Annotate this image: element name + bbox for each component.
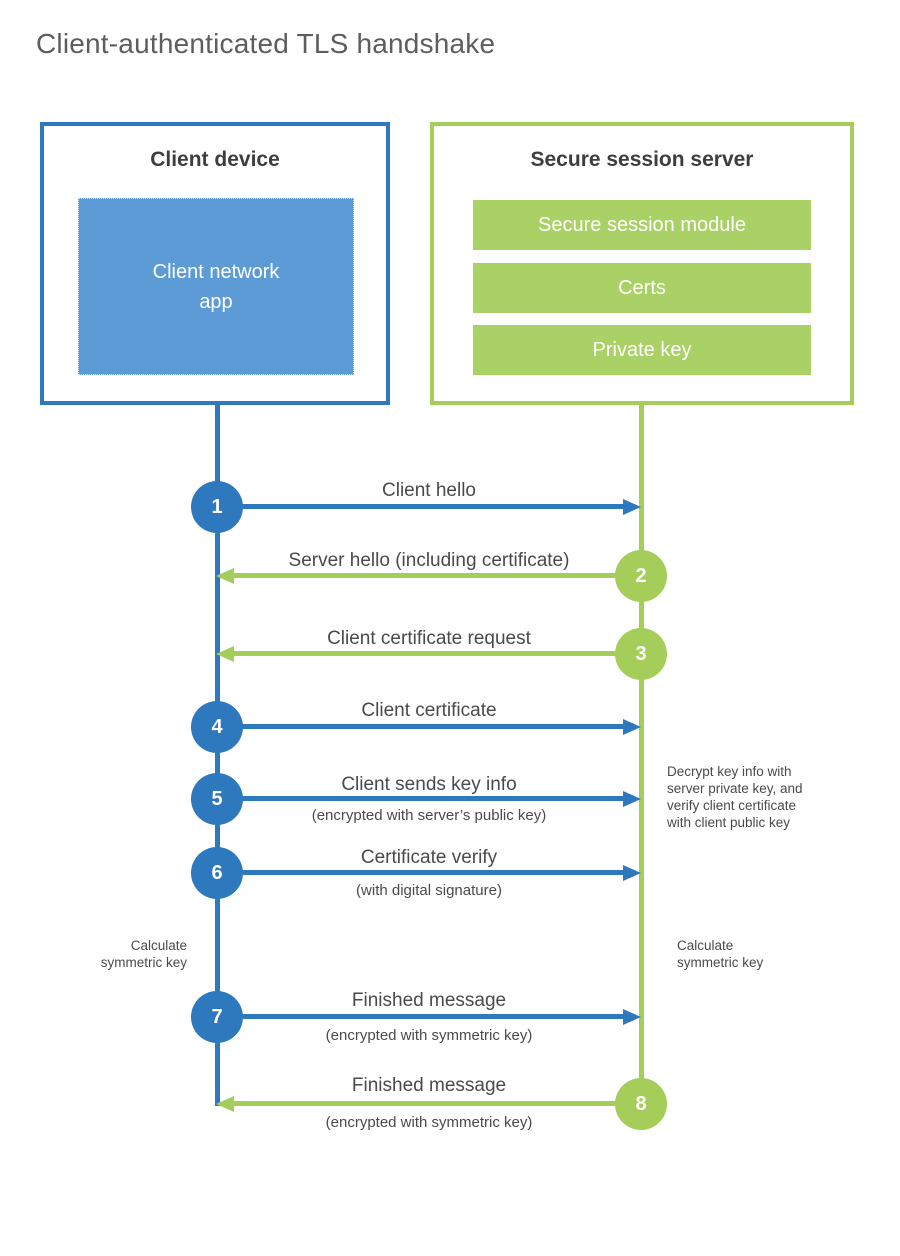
secure-session-server-box: Secure session server Secure session mod… [430, 122, 854, 405]
server-lifeline [639, 404, 644, 1130]
arrow-4-shaft [217, 724, 624, 729]
step-circle-7: 7 [191, 991, 243, 1043]
arrow-4-head-icon [623, 719, 641, 735]
arrow-1-head-icon [623, 499, 641, 515]
client-lifeline [215, 404, 220, 1106]
arrow-1-shaft [217, 504, 624, 509]
arrow-5-shaft [217, 796, 624, 801]
certs-bar: Certs [473, 263, 811, 313]
server-decrypt-note: Decrypt key info with server private key… [667, 764, 803, 830]
step-circle-2: 2 [615, 550, 667, 602]
message-label-8: Finished message [351, 1075, 507, 1096]
arrow-6-head-icon [623, 865, 641, 881]
arrow-3-head-icon [216, 646, 234, 662]
arrow-6-shaft [217, 870, 624, 875]
step-circle-8: 8 [615, 1078, 667, 1130]
message-label-7: Finished message [351, 990, 507, 1011]
step-circle-4: 4 [191, 701, 243, 753]
message-label-1: Client hello [382, 480, 476, 501]
client-calculate-symmetric-key-note: Calculate symmetric key [100, 938, 187, 970]
step-circle-6: 6 [191, 847, 243, 899]
arrow-5-head-icon [623, 791, 641, 807]
message-label-5: Client sends key info [341, 774, 517, 795]
server-box-title: Secure session server [530, 148, 754, 171]
secure-session-module-bar: Secure session module [473, 200, 811, 250]
arrow-7-head-icon [623, 1009, 641, 1025]
arrow-8-head-icon [216, 1096, 234, 1112]
message-sublabel-5: (encrypted with server’s public key) [311, 807, 547, 824]
client-device-title: Client device [150, 148, 280, 171]
client-network-app-box: Client network app [78, 198, 354, 375]
step-circle-3: 3 [615, 628, 667, 680]
arrow-2-head-icon [216, 568, 234, 584]
message-label-2: Server hello (including certificate) [288, 550, 570, 571]
page-title: Client-authenticated TLS handshake [36, 28, 496, 59]
step-circle-5: 5 [191, 773, 243, 825]
arrow-3-shaft [234, 651, 641, 656]
private-key-bar: Private key [473, 325, 811, 375]
message-label-4: Client certificate [361, 700, 497, 721]
arrow-2-shaft [234, 573, 641, 578]
message-sublabel-6: (with digital signature) [356, 882, 502, 899]
client-device-box: Client device Client network app [40, 122, 390, 405]
message-label-6: Certificate verify [360, 847, 498, 868]
message-sublabel-8: (encrypted with symmetric key) [325, 1114, 533, 1131]
arrow-7-shaft [217, 1014, 624, 1019]
message-label-3: Client certificate request [327, 628, 531, 649]
server-calculate-symmetric-key-note: Calculate symmetric key [677, 938, 764, 970]
arrow-8-shaft [234, 1101, 641, 1106]
message-sublabel-7: (encrypted with symmetric key) [325, 1027, 533, 1044]
step-circle-1: 1 [191, 481, 243, 533]
